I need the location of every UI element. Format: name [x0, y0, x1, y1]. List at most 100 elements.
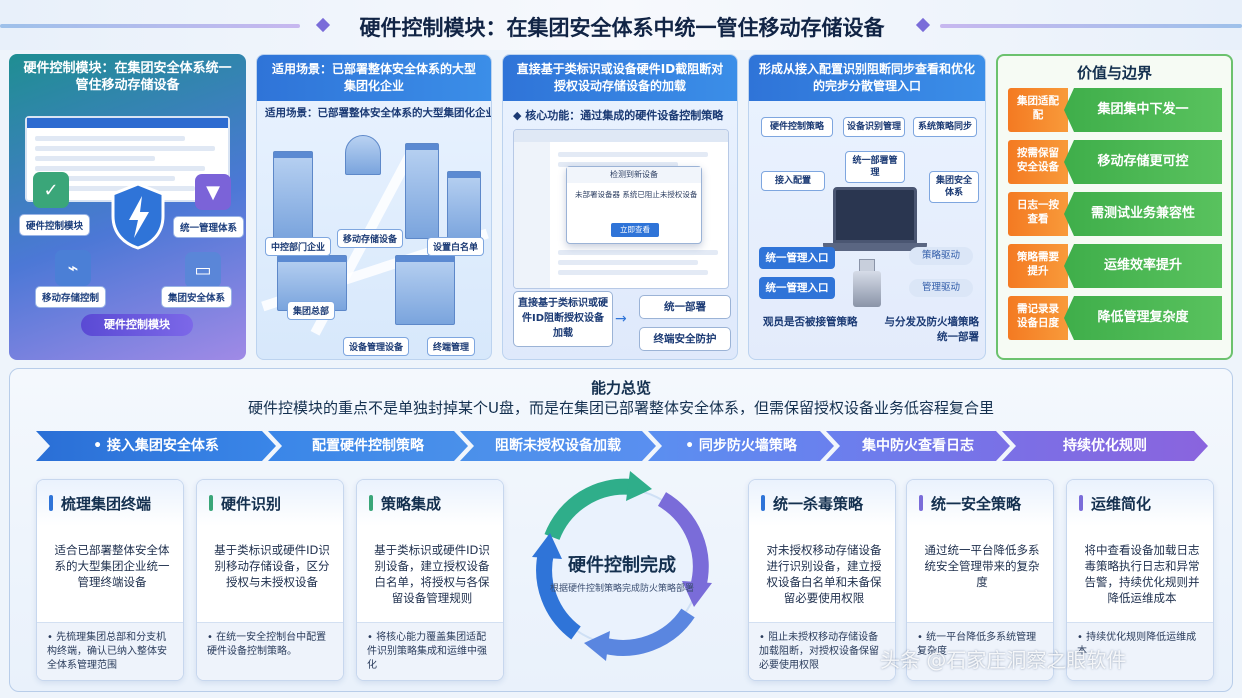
panel-value-boundary: 价值与边界 集团适配配 集团集中下发一 按需保留安全设备 移动存储更可控 日志一… — [996, 54, 1233, 360]
shield-lightning-icon — [111, 182, 165, 250]
node-hardware-control: 硬件控制模块 — [19, 214, 91, 236]
card-footnote: • 阻止未授权移动存储设备加载阻断，对授权设备保留必要使用权限 — [749, 622, 895, 680]
card-title: 运维简化 — [1091, 494, 1152, 513]
node-storage-control: 移动存储控制 — [35, 286, 107, 308]
ring-segment — [657, 492, 709, 590]
ring-segment — [544, 478, 633, 541]
boundary-label: 集团适配配 — [1008, 88, 1068, 132]
panel-core-function: 直接基于类标识或设备硬件ID截阻断对授权设动存储设备的加载 ◆ 核心功能：通过集… — [502, 54, 738, 360]
process-step: • 接入集团安全体系 — [36, 431, 276, 461]
value-row: 需记录录设备日度 降低管理复杂度 — [1008, 296, 1222, 340]
card-footnote: • 在统一安全控制台中配置硬件设备控制策略。 — [197, 622, 343, 680]
process-step: 集中防火查看日志 — [826, 431, 1010, 461]
driver-tag: 管理驱动 — [909, 279, 973, 297]
ring-arrowhead — [584, 631, 610, 661]
ring-arrowhead — [532, 533, 562, 559]
core-function-label: ◆ 核心功能：通过集成的硬件设备控制策略 — [513, 109, 724, 122]
card-body: 对未授权移动存储设备进行识别设备，建立授权设备白名单和未备保留必要使用权限 — [766, 543, 882, 605]
capability-card: 策略集成 基于类标识或硬件ID识别设备，建立授权设备白名单，将授权与各保留设备管… — [356, 479, 504, 681]
card-header: 运维简化 — [1067, 480, 1213, 526]
panel-overview-title: 硬件控制模块：在集团安全体系统一管住移动存储设备 — [23, 61, 232, 93]
capability-card: 统一安全策略 通过统一平台降低多系统安全管理带来的复杂度 • 统一平台降低多系统… — [906, 479, 1054, 681]
scenario-subtitle: 适用场景：已部署整体安全体系的大型集团化企业 — [265, 107, 492, 119]
capability-overview: 能力总览 硬件控模块的重点不是单独封掉某个U盘，而是在集团已部署整体安全体系，但… — [9, 368, 1233, 692]
value-label: 运维效率提升 — [1064, 244, 1222, 288]
scenario-label: 移动存储设备 — [337, 229, 404, 248]
scenario-label: 设备管理设备 — [343, 337, 410, 356]
dialog-warning: 未部署设备器 系统已阻止未授权设备 — [575, 190, 698, 199]
value-label: 移动存储更可控 — [1064, 140, 1222, 184]
building-icon — [447, 171, 481, 241]
process-step: 配置硬件控制策略 — [268, 431, 468, 461]
value-row: 策略需要提升 运维效率提升 — [1008, 244, 1222, 288]
check-shield-icon: ✓ — [33, 172, 69, 208]
card-body: 基于类标识或硬件ID识别设备，建立授权设备白名单，将授权与各保留设备管理规则 — [374, 543, 490, 605]
card-footnote: • 先梳理集团总部和分支机构终端，确认已纳入整体安全体系管理范围 — [37, 622, 183, 680]
block-method-box: 直接基于类标识或硬件ID阻断授权设备加载 — [513, 291, 613, 347]
headquarters-icon — [395, 255, 455, 325]
value-label: 需测试业务兼容性 — [1064, 192, 1222, 236]
value-row: 集团适配配 集团集中下发一 — [1008, 88, 1222, 132]
boundary-label: 策略需要提升 — [1008, 244, 1068, 288]
flow-box: 集团安全体系 — [929, 171, 979, 203]
usb-drive-icon — [853, 271, 881, 307]
flow-box: 统一部署管理 — [845, 151, 905, 183]
entry-pill: 统一管理入口 — [759, 247, 835, 269]
tag-icon: ▼ — [195, 174, 231, 210]
flow-box: 系统策略同步 — [913, 117, 977, 137]
capability-card: 梳理集团终端 适合已部署整体安全体系的大型集团企业统一管理终端设备 • 先梳理集… — [36, 479, 184, 681]
laptop-base — [823, 243, 927, 251]
building-icon — [405, 143, 439, 239]
monitor-icon: ▭ — [185, 252, 221, 288]
card-title: 梳理集团终端 — [61, 494, 152, 513]
scenario-label: 中控部门企业 — [265, 237, 332, 256]
dialog-title: 检测到新设备 — [567, 167, 701, 183]
ring-segment — [536, 551, 581, 640]
ring-segment — [599, 608, 695, 656]
endpoint-protection-box: 终端安全防护 — [639, 327, 731, 351]
capability-card: 硬件识别 基于类标识或硬件ID识别移动存储设备，区分授权与未授权设备 • 在统一… — [196, 479, 344, 681]
scenario-label: 设置白名单 — [427, 237, 485, 256]
value-row: 按需保留安全设备 移动存储更可控 — [1008, 140, 1222, 184]
value-label: 集团集中下发一 — [1064, 88, 1222, 132]
watermark-text: 头条 @石家庄洞察之眼软件 — [880, 648, 1127, 672]
card-footnote: • 将核心能力覆盖集团适配件识别策略集成和运维中强化 — [357, 622, 503, 680]
card-title: 策略集成 — [381, 494, 442, 513]
card-header: 统一杀毒策略 — [749, 480, 895, 526]
unified-deploy-box: 统一部署 — [639, 295, 731, 319]
bottom-note-right: 与分发及防火墙策略统一部署 — [884, 316, 980, 343]
process-step: • 同步防火墙策略 — [648, 431, 834, 461]
value-label: 降低管理复杂度 — [1064, 296, 1222, 340]
arrow-right-icon: → — [615, 311, 627, 327]
view-now-button[interactable]: 立即查看 — [611, 223, 659, 237]
card-header: 梳理集团终端 — [37, 480, 183, 526]
flow-box: 硬件控制策略 — [761, 117, 833, 137]
capability-card: 运维简化 将中查看设备加载日志毒策略执行日志和异常告警，持续优化规则并降低运维成… — [1066, 479, 1214, 681]
title-divider-right — [940, 24, 1242, 28]
process-step: 持续优化规则 — [1002, 431, 1208, 461]
cycle-center-subtitle: 根据硬件控制策略完成防火策略部署 — [549, 584, 694, 594]
entry-pill: 统一管理入口 — [759, 277, 835, 299]
bottom-note-left: 观员是否被接管策略 — [763, 316, 858, 328]
card-header: 硬件识别 — [197, 480, 343, 526]
title-bar: 硬件控制模块：在集团安全体系中统一管住移动存储设备 — [0, 0, 1242, 50]
value-boundary-title: 价值与边界 — [1076, 64, 1152, 82]
boundary-label: 日志一按查看 — [1008, 192, 1068, 236]
hardware-control-pill: 硬件控制模块 — [81, 314, 193, 336]
node-unified-management: 统一管理体系 — [173, 216, 245, 238]
cycle-ring-diagram — [532, 471, 712, 661]
scenario-label: 集团总部 — [287, 301, 336, 320]
value-row: 日志一按查看 需测试业务兼容性 — [1008, 192, 1222, 236]
scenario-label: 终端管理 — [427, 337, 476, 356]
driver-tag: 策略驱动 — [909, 247, 973, 265]
panel-management-entry: 形成从接入配置识别阻断同步查看和优化的完步分散管理入口 硬件控制策略 设备识别管… — [748, 54, 986, 360]
ring-arrowhead — [626, 471, 652, 501]
boundary-label: 按需保留安全设备 — [1008, 140, 1068, 184]
card-body: 基于类标识或硬件ID识别移动存储设备，区分授权与未授权设备 — [214, 543, 330, 589]
page-title: 硬件控制模块：在集团安全体系中统一管住移动存储设备 — [359, 16, 885, 40]
diamond-icon — [915, 17, 931, 33]
card-title: 统一杀毒策略 — [773, 494, 864, 513]
card-body: 通过统一平台降低多系统安全管理带来的复杂度 — [924, 543, 1040, 589]
capability-card: 统一杀毒策略 对未授权移动存储设备进行识别设备，建立授权设备白名单和未备保留必要… — [748, 479, 896, 681]
title-divider-left — [0, 24, 300, 28]
